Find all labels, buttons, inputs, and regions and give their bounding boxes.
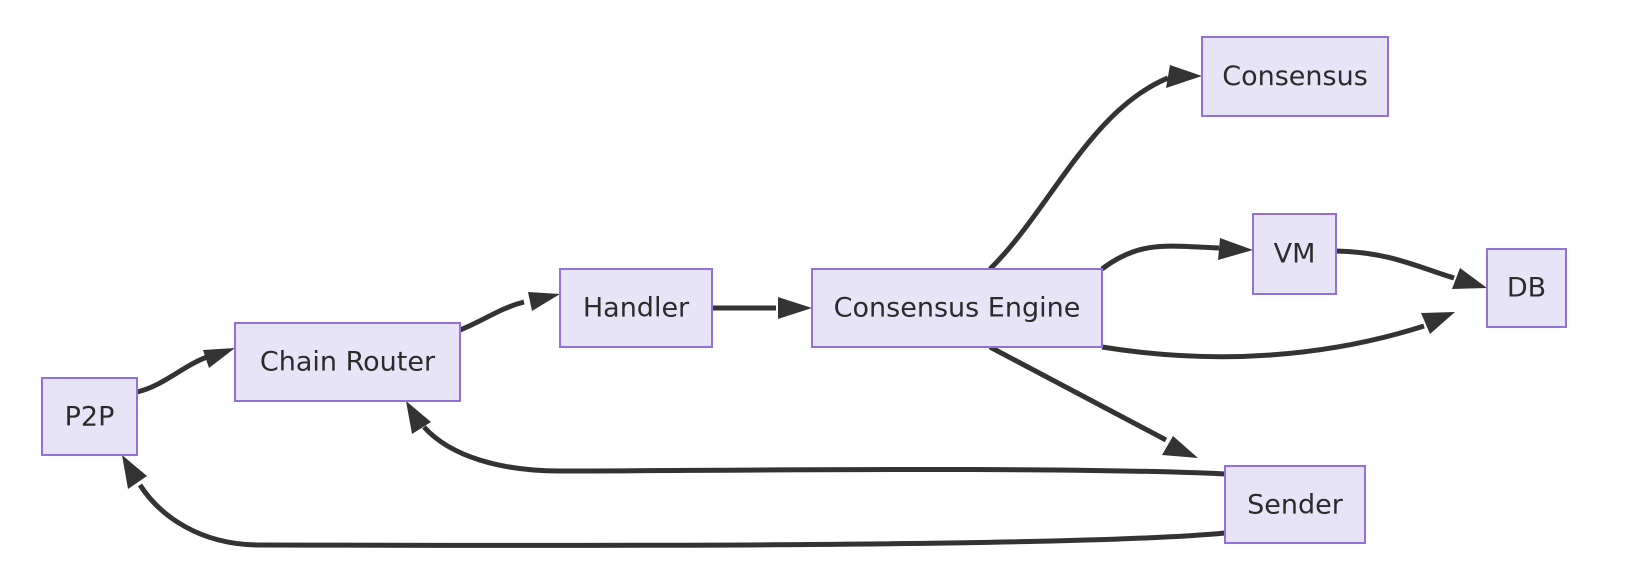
arrowhead-icon: [203, 348, 235, 368]
node-label: Consensus: [1222, 61, 1368, 92]
edge-chain-router-to-handler: [459, 292, 560, 333]
node-label: DB: [1507, 273, 1546, 304]
node-handler[interactable]: Handler: [559, 268, 713, 348]
node-sender[interactable]: Sender: [1224, 465, 1366, 544]
edge-p2p-to-chain-router: [136, 348, 235, 395]
edge-path: [1101, 323, 1425, 360]
edge-consensus-engine-to-vm: [1100, 238, 1253, 271]
node-label: Chain Router: [260, 347, 436, 378]
arrowhead-icon: [528, 292, 560, 311]
node-box[interactable]: [559, 268, 713, 348]
arrowhead-icon: [1166, 65, 1202, 88]
arrowhead-icon: [406, 401, 431, 434]
edge-consensus-engine-to-sender: [988, 344, 1198, 458]
node-box[interactable]: [1252, 213, 1337, 295]
edge-path: [1100, 243, 1220, 271]
arrowhead-icon: [778, 297, 812, 319]
node-label: Consensus Engine: [834, 293, 1081, 324]
edge-path: [988, 75, 1169, 271]
nodes-layer: P2P Chain Router Handler Consensus Engin…: [41, 36, 1567, 544]
node-box[interactable]: [1486, 248, 1567, 328]
node-box[interactable]: [811, 268, 1103, 348]
edge-path: [136, 354, 208, 395]
edge-vm-to-db: [1335, 248, 1487, 289]
arrowhead-icon: [1218, 238, 1253, 260]
edge-sender-to-p2p: [122, 455, 1226, 548]
node-box[interactable]: [1224, 465, 1366, 544]
node-label: VM: [1274, 239, 1316, 270]
arrowhead-icon: [1452, 268, 1487, 289]
edges-layer: [122, 65, 1487, 548]
edge-path: [988, 344, 1168, 443]
edge-path: [137, 483, 1226, 548]
node-p2p[interactable]: P2P: [41, 377, 138, 456]
node-label: Sender: [1247, 490, 1344, 521]
arrowhead-icon: [1162, 436, 1198, 458]
node-box[interactable]: [1201, 36, 1389, 117]
edge-sender-to-chain-router: [406, 401, 1226, 477]
node-chain-router[interactable]: Chain Router: [234, 322, 461, 402]
node-label: P2P: [65, 402, 115, 433]
edge-path: [1335, 248, 1455, 281]
edge-path: [459, 299, 525, 333]
node-db[interactable]: DB: [1486, 248, 1567, 328]
arrowhead-icon: [1421, 312, 1455, 334]
edge-handler-to-consensus-engine: [712, 297, 812, 319]
node-consensus[interactable]: Consensus: [1201, 36, 1389, 117]
node-label: Handler: [583, 293, 690, 324]
node-consensus-engine[interactable]: Consensus Engine: [811, 268, 1103, 348]
node-box[interactable]: [234, 322, 461, 402]
edge-path: [422, 425, 1226, 477]
node-vm[interactable]: VM: [1252, 213, 1337, 295]
edge-consensus-engine-to-consensus: [988, 65, 1202, 271]
edge-consensus-engine-to-db: [1101, 312, 1455, 360]
node-box[interactable]: [41, 377, 138, 456]
arrowhead-icon: [122, 455, 147, 489]
